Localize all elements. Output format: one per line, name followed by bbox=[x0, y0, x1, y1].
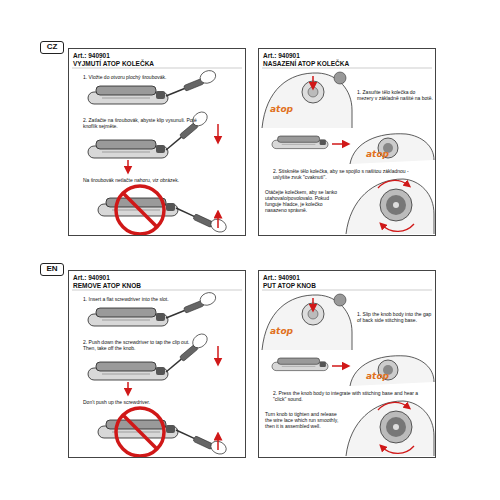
step-text: 2. Press the knob body to integrate with… bbox=[273, 390, 423, 402]
brand-logo: atop bbox=[270, 326, 293, 336]
article-number: Art.: 940901 bbox=[263, 274, 300, 281]
instruction-panel: Art.: 940901VYJMUTÍ ATOP KOLEČKA 1. Vložt… bbox=[68, 48, 246, 236]
country-code: CZ bbox=[41, 42, 63, 52]
panel-title: REMOVE ATOP KNOB bbox=[73, 282, 141, 289]
article-number: Art.: 940901 bbox=[73, 52, 110, 59]
country-code: EN bbox=[41, 264, 63, 274]
country-badge: EN bbox=[40, 263, 64, 276]
step-text: 2. Stiskněte tělo kolečka, aby se spojil… bbox=[273, 168, 423, 180]
instruction-panel: Art.: 940901NASAZENÍ ATOP KOLEČKA 1. Zasu… bbox=[258, 48, 436, 236]
instruction-panel: Art.: 940901REMOVE ATOP KNOB 1. Insert a … bbox=[68, 270, 246, 458]
step-text: 1. Slip the knob body into the gap of ba… bbox=[357, 311, 433, 323]
step-text: 1. Insert a flat screwdriver into the sl… bbox=[83, 296, 213, 302]
step-text: 2. Push down the screwdriver to tap the … bbox=[83, 339, 203, 351]
instruction-panel: Art.: 940901PUT ATOP KNOB 1. Slip the kno… bbox=[258, 270, 436, 458]
brand-logo: atop bbox=[270, 104, 293, 114]
panel-title: VYJMUTÍ ATOP KOLEČKA bbox=[73, 60, 154, 67]
step-text: 1. Vložte do otvoru plochý šroubovák. bbox=[83, 74, 213, 80]
article-number: Art.: 940901 bbox=[73, 274, 110, 281]
step-text: 1. Zasuňte tělo kolečka do mezery v zákl… bbox=[357, 89, 433, 101]
note-text: Don't push up the screwdriver. bbox=[83, 399, 223, 405]
country-badge: CZ bbox=[40, 41, 64, 54]
panel-title: NASAZENÍ ATOP KOLEČKA bbox=[263, 60, 349, 67]
note-text: Turn knob to tighten and release the wir… bbox=[265, 411, 345, 429]
brand-logo: atop bbox=[366, 371, 389, 381]
note-text: Otáčejte kolečkem, aby se lanko utahoval… bbox=[265, 189, 345, 213]
article-number: Art.: 940901 bbox=[263, 52, 300, 59]
brand-logo: atop bbox=[366, 149, 389, 159]
note-text: Na šroubovák netlačte nahoru, viz obráze… bbox=[83, 177, 223, 183]
panel-title: PUT ATOP KNOB bbox=[263, 282, 316, 289]
step-text: 2. Zatlačte na šroubovák, abyste klip vy… bbox=[83, 117, 203, 129]
